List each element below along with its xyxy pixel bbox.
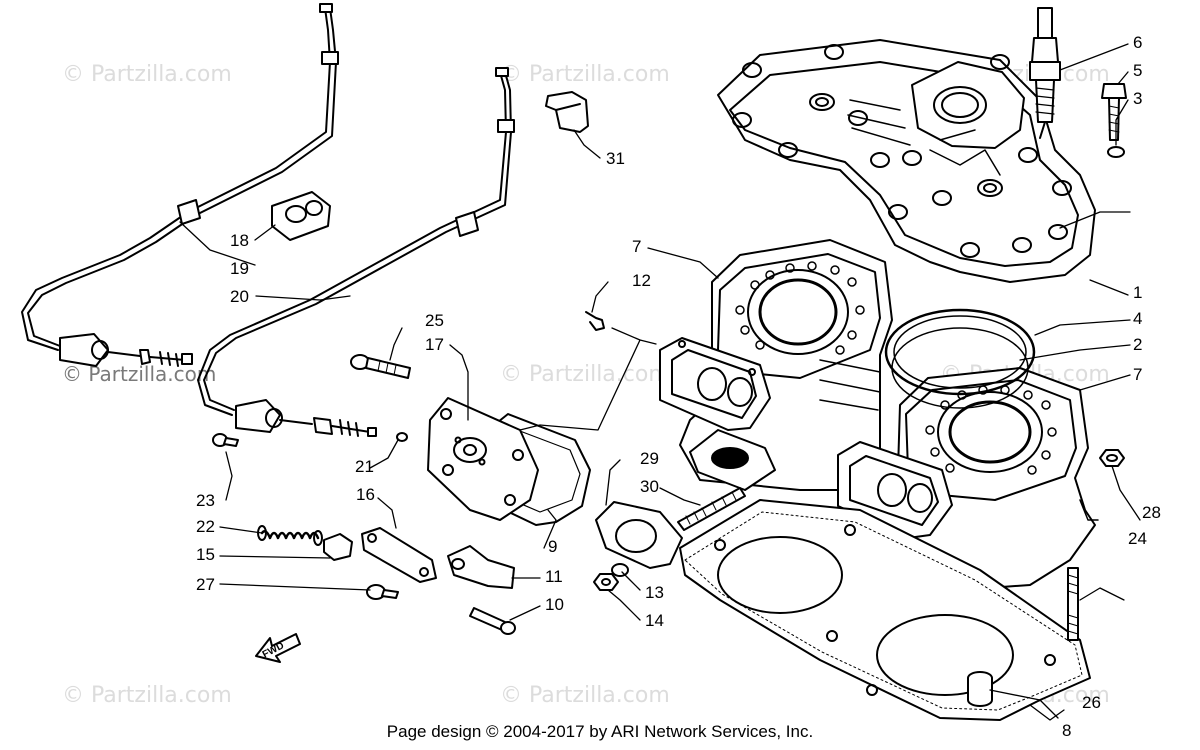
cable-bracket: [323, 533, 353, 561]
callout-29: 29: [640, 449, 659, 468]
callout-13: 13: [645, 583, 664, 602]
watermark: © Partzilla.com: [500, 362, 670, 387]
flange-nut: [1099, 449, 1125, 467]
flange-nut-14: [593, 573, 619, 591]
exhaust-valve-cover: [427, 397, 591, 526]
callout-14: 14: [645, 611, 664, 630]
cylinder-head: [717, 39, 1096, 283]
callout-7a: 7: [632, 237, 642, 256]
callout-16: 16: [356, 485, 375, 504]
callout-6: 6: [1133, 33, 1143, 52]
head-bolt: [1101, 83, 1127, 141]
flange-washer: [611, 563, 629, 577]
callout-2: 2: [1133, 335, 1143, 354]
callout-1: 1: [1133, 283, 1143, 302]
watermark: © Partzilla.com: [62, 62, 232, 87]
callout-10: 10: [545, 595, 564, 614]
callout-3: 3: [1133, 89, 1143, 108]
callout-11: 11: [545, 567, 563, 586]
callout-5: 5: [1133, 61, 1143, 80]
callout-30: 30: [640, 477, 659, 496]
piston-rings: [884, 308, 1036, 409]
watermark: © Partzilla.com: [500, 62, 670, 87]
callout-23: 23: [196, 491, 215, 510]
fwd-arrow: [255, 633, 301, 663]
control-cable-20: [197, 67, 515, 437]
valve-actuator: [447, 545, 515, 589]
control-cable-19: [21, 3, 339, 367]
callout-4: 4: [1133, 309, 1143, 328]
callout-17: 17: [425, 335, 444, 354]
cable-grommet: [271, 191, 331, 241]
dowel-pin: [967, 671, 993, 707]
head-washer: [1107, 146, 1125, 158]
callout-25: 25: [425, 311, 444, 330]
cylinder-stud: [1067, 567, 1079, 641]
return-spring: [257, 525, 323, 546]
callout-28: 28: [1142, 503, 1161, 522]
watermark: © Partzilla.com: [500, 683, 670, 708]
retaining-pin: [585, 311, 605, 331]
o-ring: [396, 432, 408, 442]
cylinder-front: [659, 239, 893, 491]
callout-12: 12: [632, 271, 651, 290]
callout-21: 21: [355, 457, 374, 476]
callout-18: 18: [230, 231, 249, 250]
lever-bolt: [366, 584, 399, 600]
callout-22: 22: [196, 517, 215, 536]
flange-stud: [677, 487, 746, 531]
leader-lines: [179, 43, 1141, 721]
callout-31: 31: [606, 149, 625, 168]
callout-26: 26: [1082, 693, 1101, 712]
callout-7b: 7: [1133, 365, 1143, 384]
intake-gasket: [595, 501, 683, 569]
cable-clip: [545, 91, 589, 133]
callout-20: 20: [230, 287, 249, 306]
valve-lever: [361, 527, 437, 583]
callout-15: 15: [196, 545, 215, 564]
watermark: © Partzilla.com: [62, 362, 217, 386]
watermark: © Partzilla.com: [62, 683, 232, 708]
callout-19: 19: [230, 259, 249, 278]
actuator-screw: [469, 607, 516, 635]
cover-bolt: [350, 354, 411, 379]
callout-27: 27: [196, 575, 215, 594]
copyright-footer: Page design © 2004-2017 by ARI Network S…: [386, 722, 814, 741]
spark-plug: [1029, 7, 1061, 139]
callout-24: 24: [1128, 529, 1147, 548]
small-screw: [212, 433, 239, 447]
callout-9: 9: [548, 537, 558, 556]
callout-8: 8: [1062, 721, 1072, 740]
